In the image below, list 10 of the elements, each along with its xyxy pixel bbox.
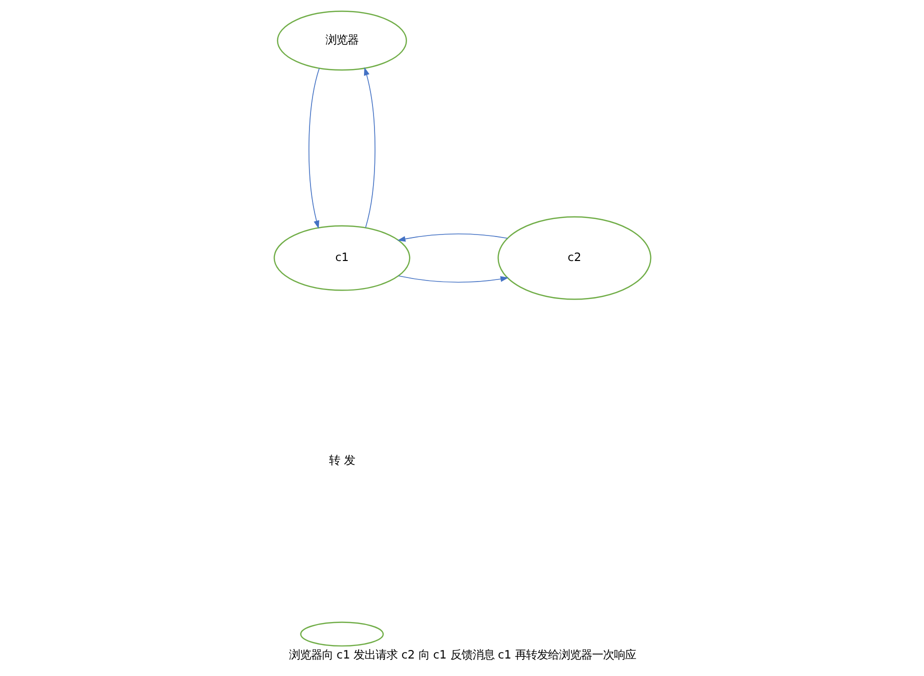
node-ellipse: c2 xyxy=(497,216,651,300)
arrow xyxy=(308,68,320,229)
caption: 浏览器向 c1 发出请求 c2 向 c1 反馈消息 c1 再转发给浏览器一次响应 xyxy=(288,647,636,662)
arrow xyxy=(398,275,508,283)
arrow xyxy=(363,67,375,228)
node-ellipse xyxy=(300,622,384,647)
arrow xyxy=(396,233,508,242)
node-ellipse: c1 xyxy=(273,225,410,291)
node-ellipse: 浏览器 xyxy=(276,10,407,71)
label: 转 发 xyxy=(328,452,354,467)
